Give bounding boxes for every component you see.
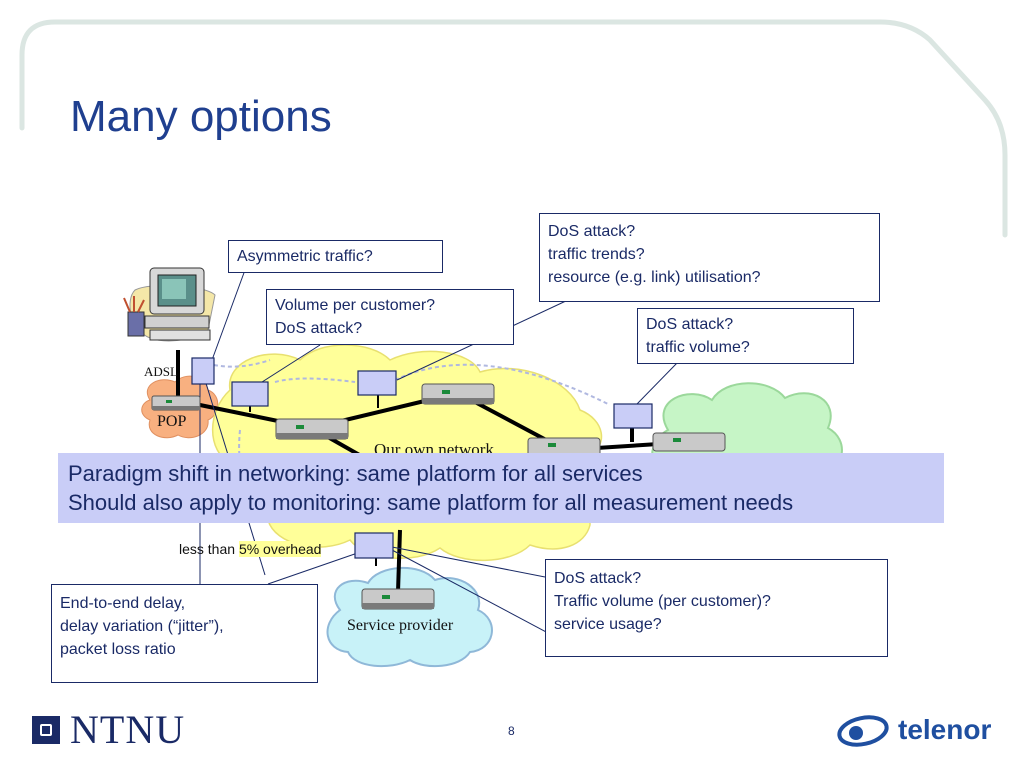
callout-end-to-end-delay: End-to-end delay, delay variation (“jitt… [51, 584, 318, 683]
paradigm-shift-banner: Paradigm shift in networking: same platf… [58, 453, 944, 523]
callout-line: delay variation (“jitter”), [60, 618, 224, 635]
ntnu-logo-text: NTNU [70, 707, 186, 752]
network-label: Our own network [374, 440, 494, 453]
callout-line: Traffic volume (per customer)? [554, 593, 771, 610]
probe-pop-link [231, 381, 269, 407]
ntnu-logo: NTNU [32, 707, 186, 752]
callout-line: Asymmetric traffic? [237, 248, 373, 265]
router-green-cloud [652, 432, 726, 452]
callout-line: resource (e.g. link) utilisation? [548, 269, 761, 286]
telenor-swirl-icon [837, 715, 889, 747]
overhead-prefix: less than [179, 541, 239, 557]
probe-service-provider [354, 532, 394, 559]
probe-edge [613, 403, 653, 429]
callout-line: service usage? [554, 616, 662, 633]
service-provider-label: Service provider [347, 617, 454, 634]
overhead-highlight: 5% overhead [238, 541, 322, 557]
callout-asymmetric-traffic: Asymmetric traffic? [228, 240, 443, 273]
callout-line: DoS attack? [275, 320, 363, 337]
callout-line: traffic trends? [548, 246, 645, 263]
callout-dos-right: DoS attack? traffic volume? [637, 308, 854, 364]
router-pop [151, 395, 201, 411]
callout-line: DoS attack? [548, 223, 636, 240]
callout-line: DoS attack? [554, 570, 642, 587]
probe-adsl [191, 357, 215, 385]
probe-core [357, 370, 397, 396]
banner-line-2: Should also apply to monitoring: same pl… [68, 490, 794, 515]
router-north [421, 383, 495, 405]
computer-icon [123, 267, 216, 342]
callout-line: packet loss ratio [60, 641, 176, 658]
callout-line: Volume per customer? [275, 297, 436, 314]
callout-line: DoS attack? [646, 316, 734, 333]
overhead-label: less than 5% overhead [179, 541, 322, 557]
callout-dos-bottom: DoS attack? Traffic volume (per customer… [545, 559, 888, 657]
callout-dos-top: DoS attack? traffic trends? resource (e.… [539, 213, 880, 302]
callout-line: End-to-end delay, [60, 595, 186, 612]
page-title: Many options [70, 92, 332, 141]
router-west [275, 418, 349, 440]
telenor-logo-text: telenor [898, 714, 992, 745]
banner-line-1: Paradigm shift in networking: same platf… [68, 461, 643, 486]
pop-label: POP [157, 413, 187, 430]
ntnu-mark-icon [32, 716, 60, 744]
telenor-logo: telenor [836, 712, 991, 748]
page-number: 8 [508, 724, 515, 738]
callout-volume-per-customer: Volume per customer? DoS attack? [266, 289, 514, 345]
callout-line: traffic volume? [646, 339, 750, 356]
router-service-provider [361, 588, 435, 610]
adsl-label: ADSL [144, 364, 178, 379]
